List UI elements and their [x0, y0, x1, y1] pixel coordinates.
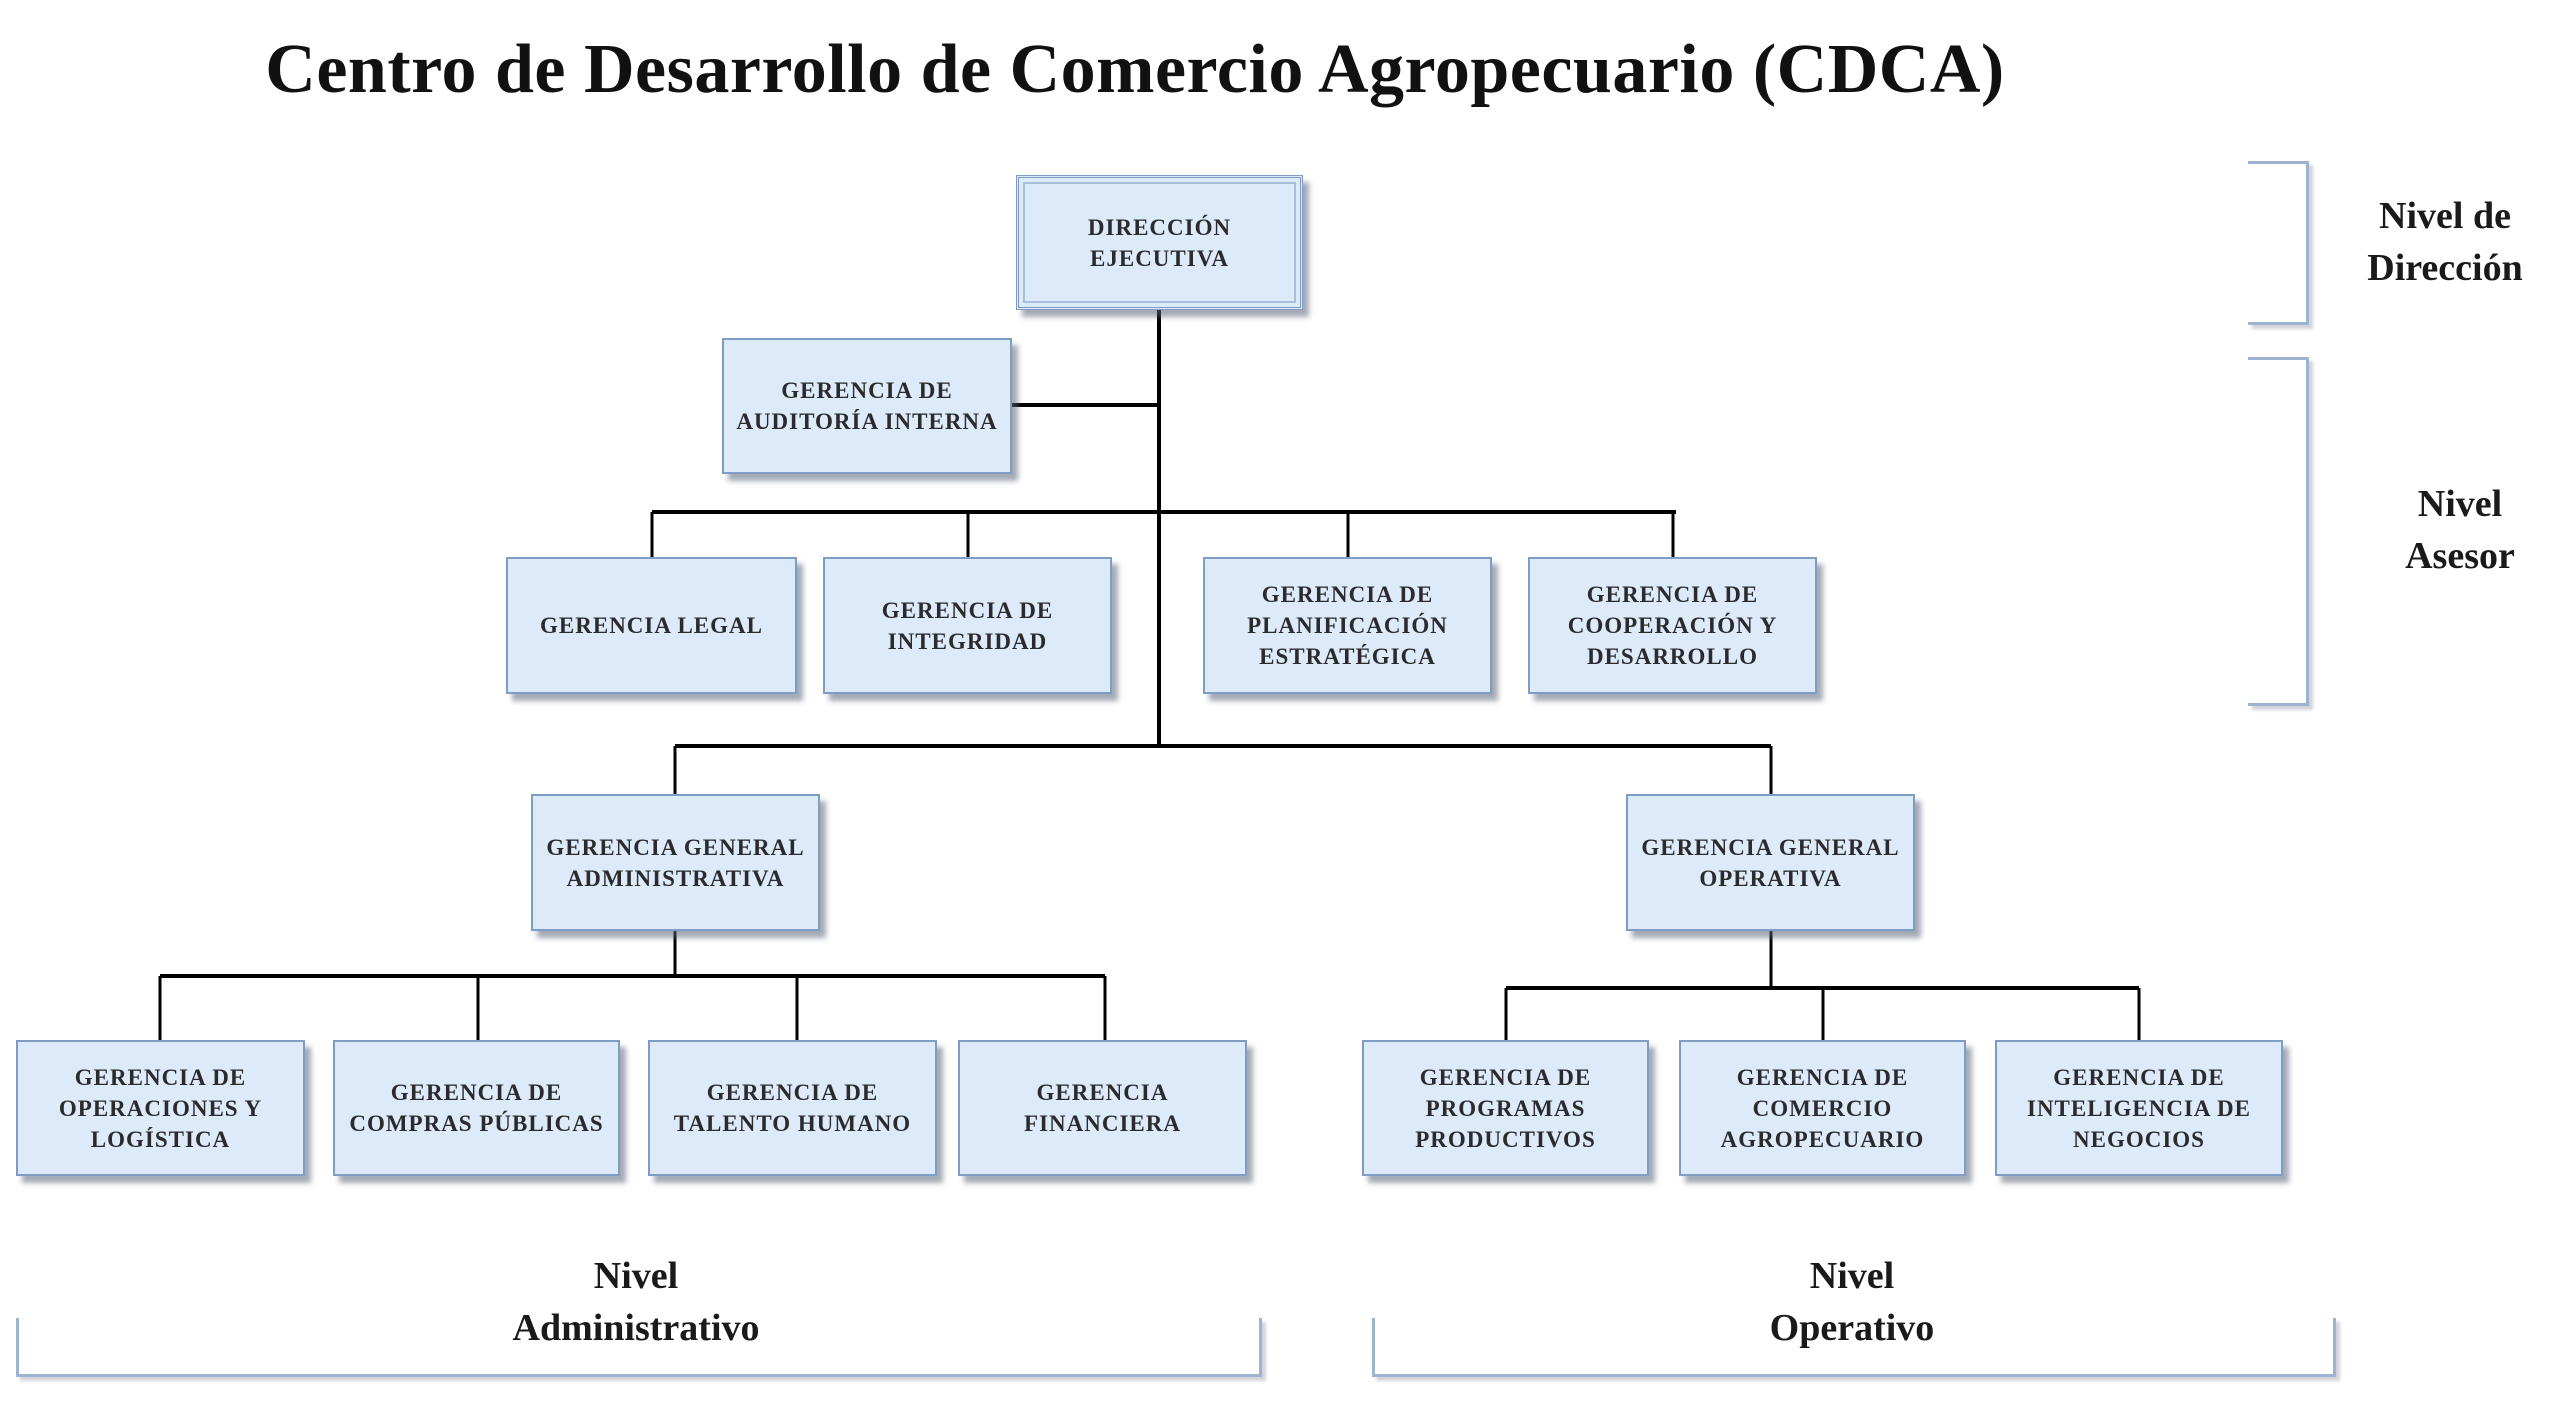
- node-programas-productivos: GERENCIA DE PROGRAMAS PRODUCTIVOS: [1362, 1040, 1649, 1176]
- node-financiera: GERENCIA FINANCIERA: [958, 1040, 1247, 1176]
- node-inteligencia-negocios: GERENCIA DE INTELIGENCIA DE NEGOCIOS: [1995, 1040, 2283, 1176]
- node-compras-publicas: GERENCIA DE COMPRAS PÚBLICAS: [333, 1040, 620, 1176]
- level-label-direccion: Nivel de Dirección: [2367, 195, 2523, 289]
- node-comercio-agropecuario: GERENCIA DE COMERCIO AGROPECUARIO: [1679, 1040, 1966, 1176]
- node-planificacion: GERENCIA DE PLANIFICACIÓN ESTRATÉGICA: [1203, 557, 1492, 694]
- level-label-asesor: Nivel Asesor: [2405, 483, 2515, 577]
- bracket-operativo: [1372, 1318, 2336, 1377]
- chart-title: Centro de Desarrollo de Comercio Agropec…: [265, 31, 2005, 108]
- node-talento-humano: GERENCIA DE TALENTO HUMANO: [648, 1040, 937, 1176]
- level-label-operativo: Nivel Operativo: [1769, 1255, 1935, 1349]
- node-integridad: GERENCIA DE INTEGRIDAD: [823, 557, 1112, 694]
- node-direccion-ejecutiva: DIRECCIÓN EJECUTIVA: [1016, 175, 1303, 310]
- level-label-administrativo: Nivel Administrativo: [512, 1255, 760, 1349]
- node-cooperacion: GERENCIA DE COOPERACIÓN Y DESARROLLO: [1528, 557, 1817, 694]
- bracket-administrativo: [16, 1318, 1262, 1377]
- bracket-direccion: [2248, 161, 2309, 325]
- node-gg-administrativa: GERENCIA GENERAL ADMINISTRATIVA: [531, 794, 820, 931]
- node-auditoria-interna: GERENCIA DE AUDITORÍA INTERNA: [722, 338, 1012, 474]
- node-legal: GERENCIA LEGAL: [506, 557, 797, 694]
- node-operaciones-logistica: GERENCIA DE OPERACIONES Y LOGÍSTICA: [16, 1040, 305, 1176]
- bracket-asesor: [2248, 357, 2309, 706]
- node-gg-operativa: GERENCIA GENERAL OPERATIVA: [1626, 794, 1915, 931]
